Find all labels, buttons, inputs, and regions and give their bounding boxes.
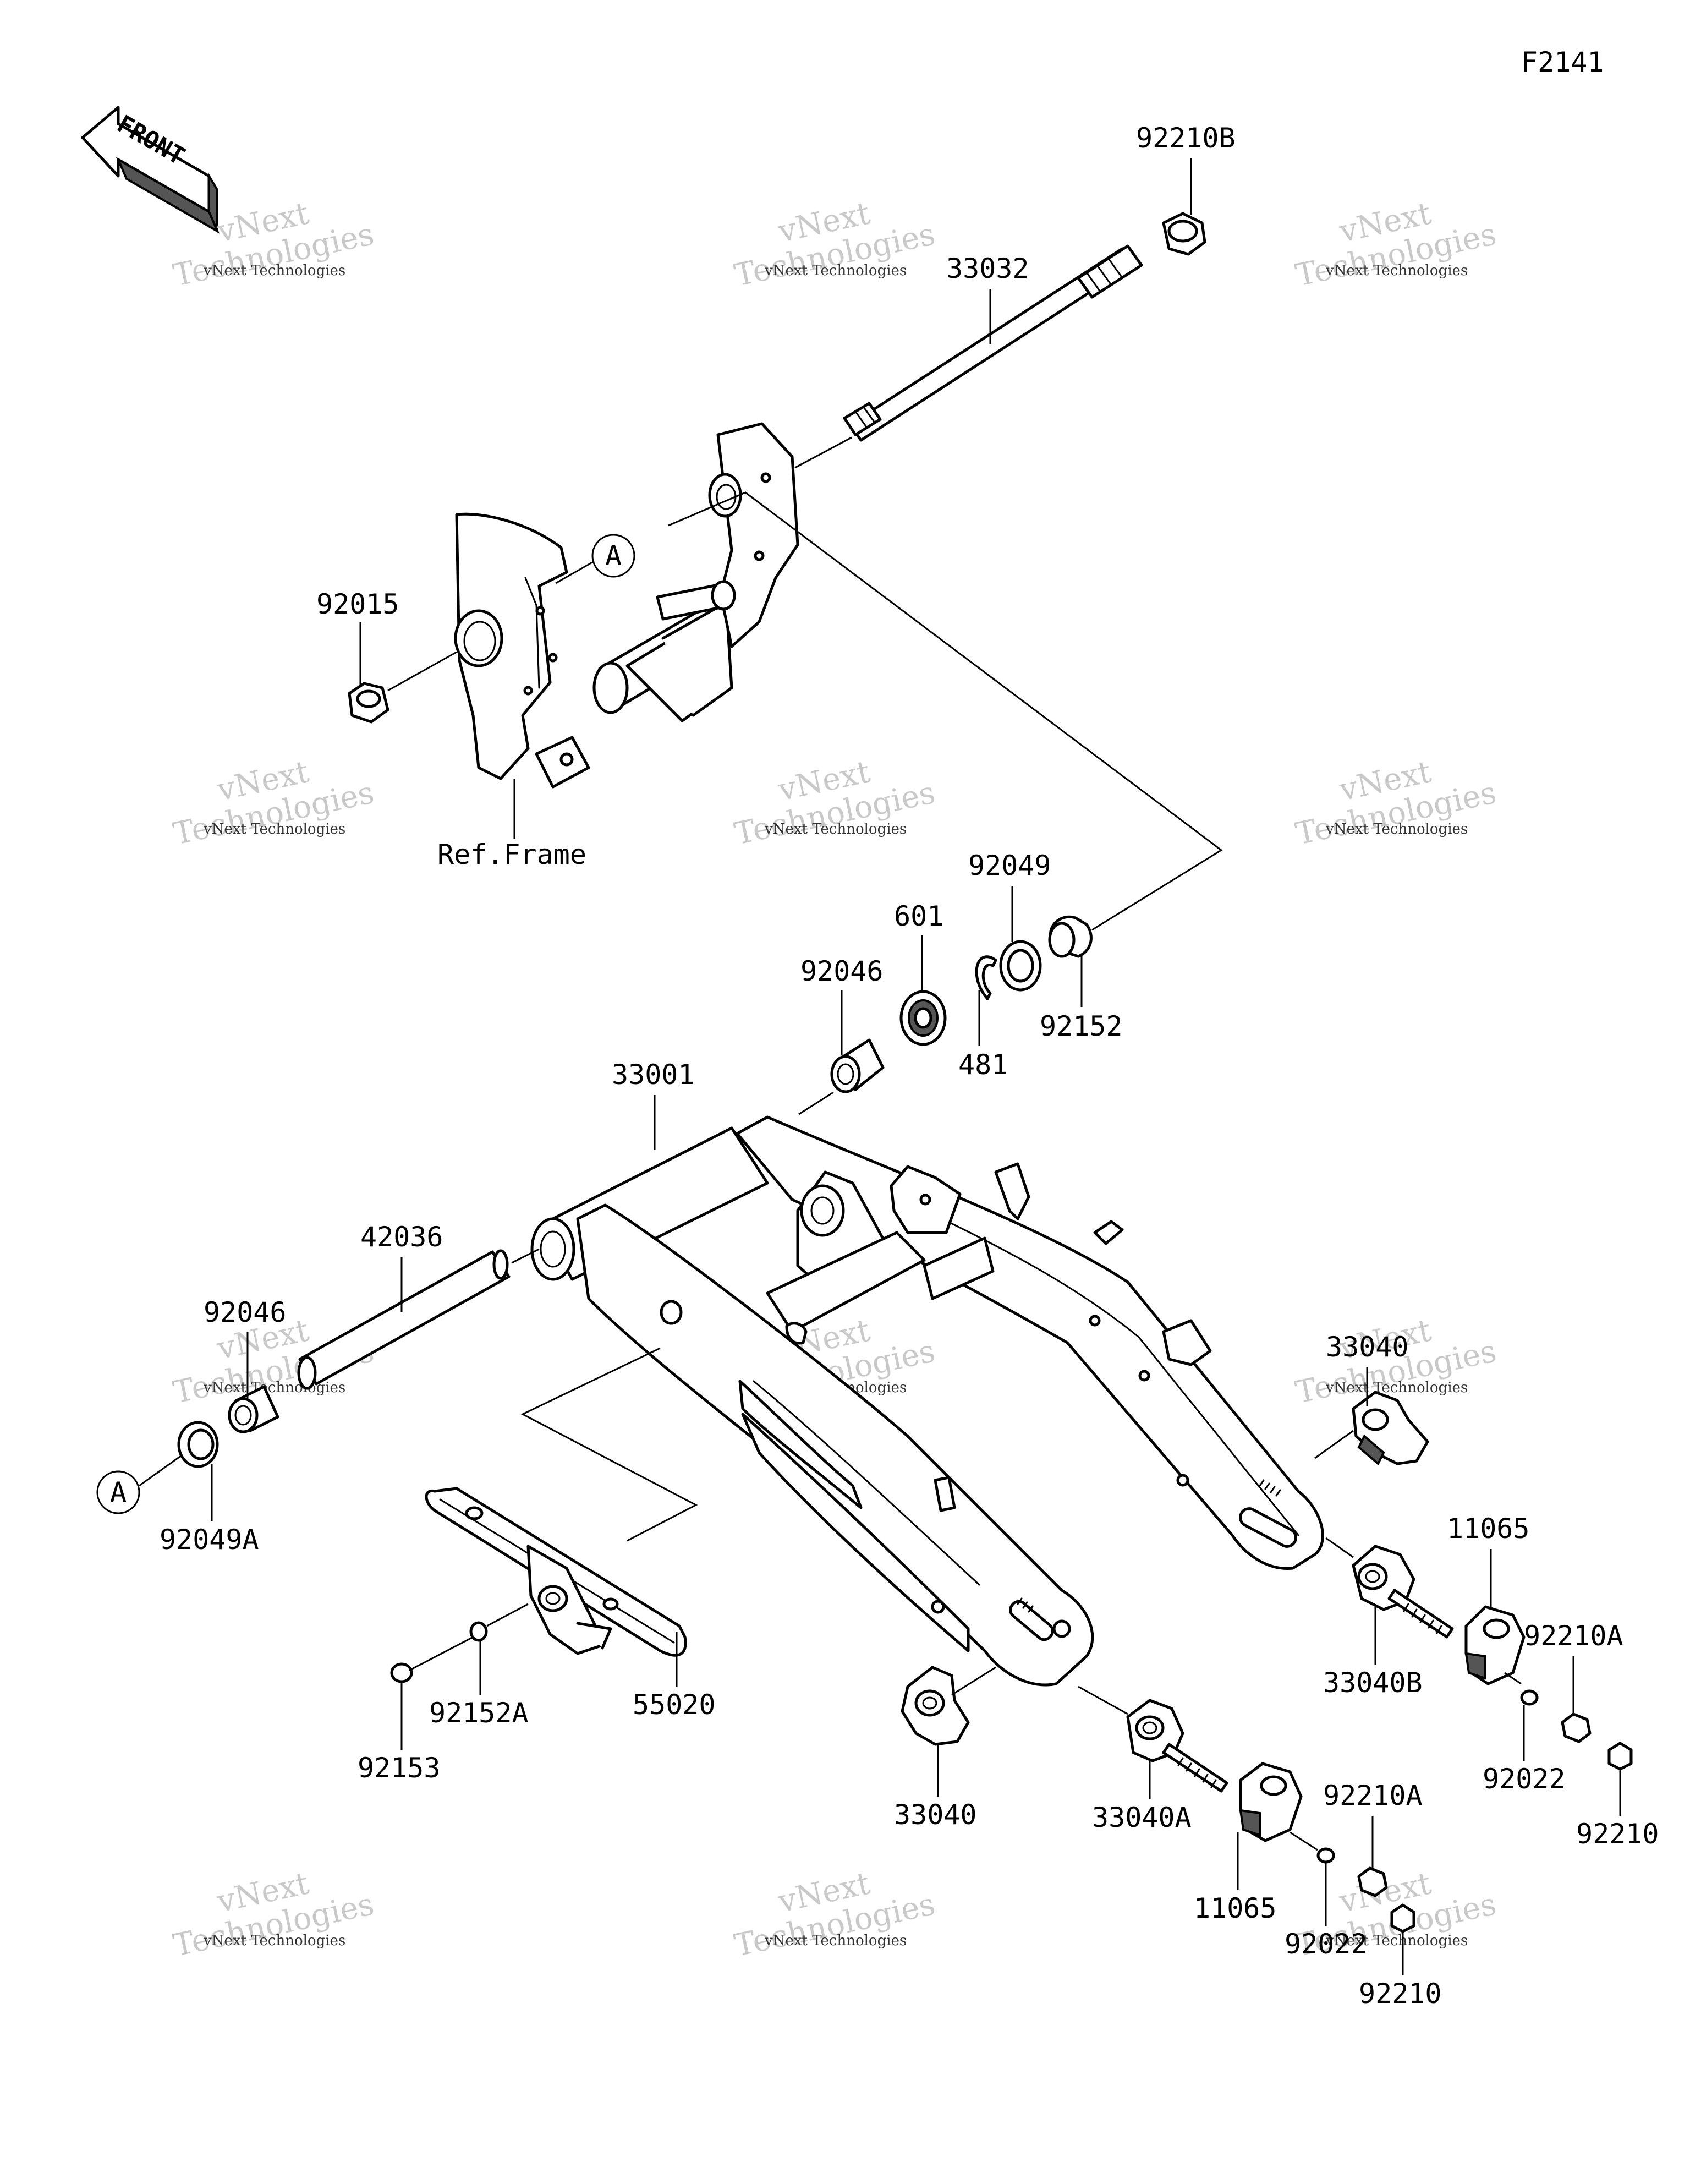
nut-92210A-right <box>1561 1712 1592 1743</box>
ref-mark-a <box>591 534 635 578</box>
nut-92210B <box>1162 212 1206 256</box>
callout-33040-right: 33040 <box>1326 1331 1409 1363</box>
callout-92049: 92049 <box>968 850 1051 882</box>
adjuster-33040A <box>1126 1699 1228 1793</box>
watermark-small: vNext Technologies <box>764 1933 907 1949</box>
callout-11065-bottom: 11065 <box>1194 1892 1277 1924</box>
washer-92022-right <box>1520 1689 1539 1706</box>
callout-92152: 92152 <box>1040 1010 1123 1042</box>
ref-frame-label: Ref.Frame <box>437 839 586 871</box>
washer-92022-bottom <box>1316 1847 1335 1864</box>
adjuster-33040-right <box>1352 1391 1429 1466</box>
nut-92015 <box>348 682 389 724</box>
callout-42036: 42036 <box>360 1221 443 1253</box>
callout-33040A: 33040A <box>1092 1802 1192 1833</box>
watermark-small: vNext Technologies <box>203 821 345 838</box>
ref-mark-a <box>96 1470 140 1514</box>
nut-92210-bottom <box>1390 1903 1415 1933</box>
watermark-small: vNext Technologies <box>1325 1380 1468 1396</box>
callout-33001: 33001 <box>612 1059 695 1091</box>
chain-guard-55020 <box>425 1487 687 1657</box>
watermark-small: vNext Technologies <box>764 262 907 279</box>
bearing-601 <box>899 990 947 1046</box>
screw-92153 <box>390 1636 474 1683</box>
watermark-small: vNext Technologies <box>1325 821 1468 838</box>
watermark-small: vNext Technologies <box>764 821 907 838</box>
watermark-small: vNext Technologies <box>1325 262 1468 279</box>
callout-481: 481 <box>958 1049 1008 1081</box>
watermark-small: vNext Technologies <box>1325 1933 1468 1949</box>
watermark-small: vNext Technologies <box>203 262 345 279</box>
diagram-code: F2141 <box>1521 46 1604 78</box>
swingarm <box>530 1115 1324 1687</box>
callout-33040B: 33040B <box>1323 1667 1423 1699</box>
nut-92210A-bottom <box>1357 1866 1388 1897</box>
callout-11065-right: 11065 <box>1447 1513 1530 1545</box>
washer-92152A <box>469 1621 488 1642</box>
collar-92152 <box>1048 915 1093 958</box>
callout-92210A-right: 92210A <box>1524 1620 1623 1652</box>
callout-92046-left: 92046 <box>204 1296 287 1328</box>
callout-92210-bottom: 92210 <box>1359 1978 1442 2010</box>
callout-33032: 33032 <box>946 253 1029 284</box>
seal-92049A <box>177 1421 219 1468</box>
adjuster-33040B <box>1352 1545 1454 1639</box>
callout-92022-right: 92022 <box>1483 1763 1566 1795</box>
ref-mark-a-label: A <box>605 540 622 572</box>
callout-92153: 92153 <box>358 1752 441 1784</box>
seal-92049 <box>999 940 1042 992</box>
block-11065-bottom <box>1239 1762 1303 1842</box>
callout-33040-bottom: 33040 <box>894 1799 977 1831</box>
bearing-stack <box>830 915 1093 1093</box>
frame-assembly <box>454 422 799 789</box>
watermark-small: vNext Technologies <box>203 1380 345 1396</box>
block-11065-right <box>1464 1605 1526 1685</box>
adjuster-33040-bottom <box>901 1666 970 1746</box>
ref-mark-a-label: A <box>110 1476 127 1508</box>
needle-bearing-92046-top <box>830 1038 885 1093</box>
shaft-42036 <box>297 1249 511 1390</box>
callout-92152A: 92152A <box>429 1697 529 1729</box>
nut-92210-right <box>1607 1742 1633 1771</box>
callout-92015: 92015 <box>316 588 399 620</box>
pivot-shaft <box>843 244 1143 442</box>
callout-92049A: 92049A <box>160 1524 259 1556</box>
callout-92210B: 92210B <box>1136 122 1236 154</box>
callout-92022-bottom: 92022 <box>1285 1928 1368 1960</box>
front-arrow-icon: FRONT <box>81 106 220 234</box>
callout-92210-right: 92210 <box>1576 1818 1659 1850</box>
circlip-481 <box>975 955 997 1000</box>
callout-92210A-bottom: 92210A <box>1323 1780 1423 1811</box>
callout-601: 601 <box>894 900 943 932</box>
watermark-small: vNext Technologies <box>203 1933 345 1949</box>
callout-55020: 55020 <box>633 1689 716 1721</box>
callout-92046-top: 92046 <box>800 955 884 987</box>
